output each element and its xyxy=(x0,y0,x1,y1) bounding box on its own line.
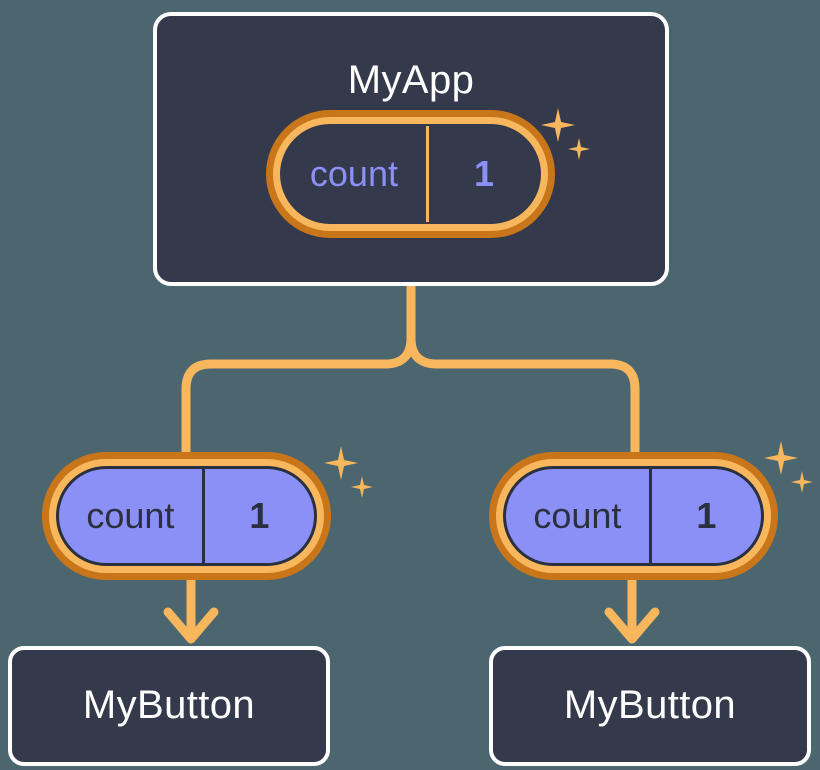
arrow-head-left xyxy=(163,607,219,644)
signal-pill-child-right[interactable]: count 1 xyxy=(489,452,778,580)
branch-connector-line xyxy=(181,281,416,457)
sparkle-icon xyxy=(791,471,813,493)
signal-pill-body: count 1 xyxy=(503,466,764,566)
branch-connector-line-right xyxy=(406,281,640,457)
signal-name: count xyxy=(86,495,175,536)
signal-name: count xyxy=(309,153,398,194)
mybutton-label: MyButton xyxy=(563,683,737,727)
signal-pill-ring: count 1 xyxy=(273,117,548,231)
page-title: MyApp xyxy=(347,58,475,102)
signal-pill-app[interactable]: count 1 xyxy=(266,110,555,238)
signal-pill-body: count 1 xyxy=(56,466,317,566)
signal-pill-body: count 1 xyxy=(280,124,541,224)
signal-value: 1 xyxy=(201,469,314,563)
signal-value: 1 xyxy=(648,469,761,563)
signal-pill-ring: count 1 xyxy=(496,459,771,573)
signal-pill-child-left[interactable]: count 1 xyxy=(42,452,331,580)
arrow-head-right xyxy=(604,607,660,644)
sparkle-icon xyxy=(351,476,373,498)
mybutton-panel-left[interactable]: MyButton xyxy=(8,646,330,766)
sparkle-icon xyxy=(764,441,798,475)
signal-pill-ring: count 1 xyxy=(49,459,324,573)
mybutton-label: MyButton xyxy=(82,683,256,727)
sparkle-icon xyxy=(324,446,358,480)
signal-name: count xyxy=(533,495,622,536)
signal-value: 1 xyxy=(425,126,539,222)
mybutton-panel-right[interactable]: MyButton xyxy=(489,646,811,766)
